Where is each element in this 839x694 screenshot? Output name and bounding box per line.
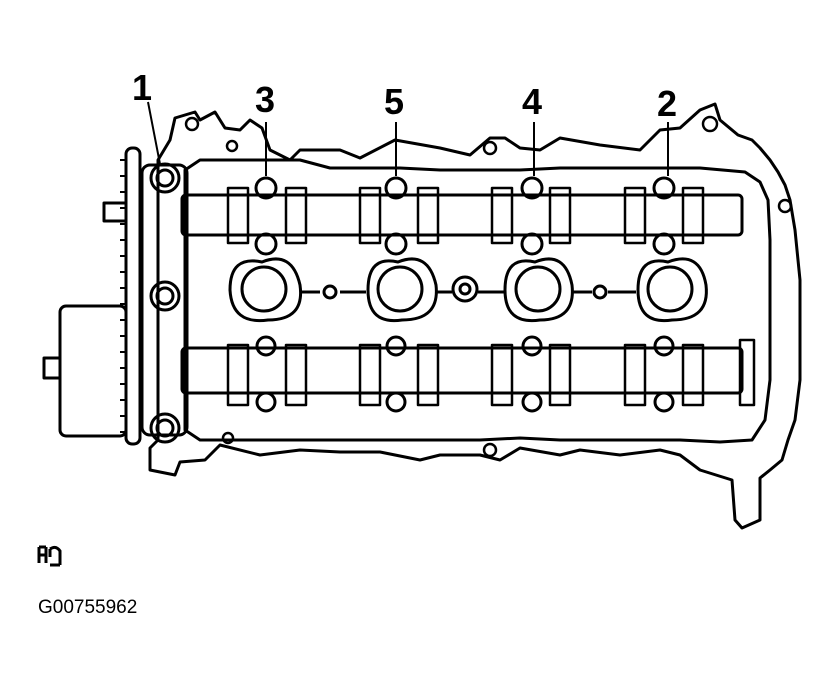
cam-lobes-top [226, 186, 705, 245]
callout-3-label: 3 [255, 79, 276, 120]
callout-1-label: 1 [132, 67, 153, 108]
head-outline [148, 102, 802, 530]
head-inner-outline [183, 158, 772, 444]
cam-gear [124, 146, 142, 446]
cam-lobes-bottom [226, 338, 756, 407]
spark-plug-wells [228, 257, 708, 323]
camshaft-bottom [180, 346, 744, 395]
timing-cover [140, 163, 189, 437]
callout-4-label: 4 [522, 81, 543, 122]
bolt-markers [147, 101, 676, 444]
manufacturer-logo-icon [37, 545, 62, 567]
vvt-actuator [58, 304, 128, 438]
boss-holes [184, 115, 793, 458]
camshaft-top [180, 193, 744, 237]
gear-teeth [120, 159, 126, 433]
figure-id: G00755962 [38, 597, 138, 618]
callout-2-label: 2 [657, 83, 678, 124]
callout-5-label: 5 [384, 81, 405, 122]
